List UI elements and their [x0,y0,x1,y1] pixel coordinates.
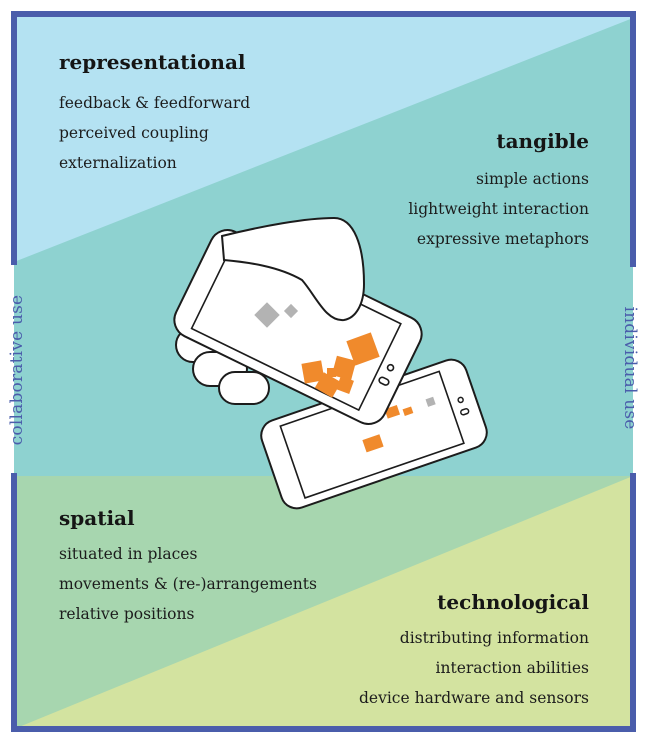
representational-list: feedback & feedforward perceived couplin… [59,88,250,178]
individual-use-label: individual use [620,306,640,430]
list-item: relative positions [59,605,195,623]
spatial-heading: spatial [59,506,135,530]
tangible-heading: tangible [496,129,589,153]
list-item: interaction abilities [435,659,589,677]
top-phone-squares [254,302,380,398]
collaborative-use-label: collaborative use [7,294,27,446]
spatial-list: situated in places movements & (re-)arra… [59,539,317,629]
list-item: feedback & feedforward [59,94,251,112]
list-item: expressive metaphors [416,230,589,248]
list-item: situated in places [59,545,198,563]
tangible-list: simple actions lightweight interaction e… [408,164,589,254]
technological-list: distributing information interaction abi… [359,623,589,713]
list-item: perceived coupling [59,124,209,142]
tangible-wedge [14,18,633,262]
list-item: distributing information [399,629,589,647]
technological-heading: technological [437,590,589,614]
hand-holding-phone-icon [173,216,488,510]
technological-wedge [14,476,633,729]
list-item: simple actions [476,170,589,188]
list-item: movements & (re-)arrangements [59,575,317,593]
list-item: device hardware and sensors [359,689,589,707]
representational-heading: representational [59,50,246,74]
list-item: lightweight interaction [408,200,589,218]
list-item: externalization [59,154,177,172]
hand-palm [220,216,366,322]
frame [11,11,636,732]
